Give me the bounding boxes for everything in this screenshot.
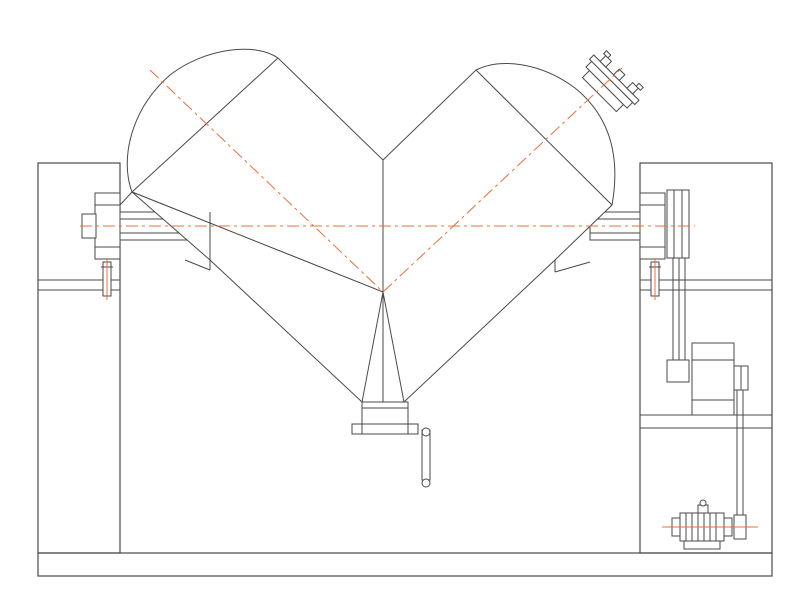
discharge-valve — [351, 401, 431, 488]
center-lines — [80, 67, 695, 293]
valve-handle — [421, 429, 431, 481]
left-support-column — [37, 162, 121, 554]
gear-reducer — [691, 342, 735, 416]
right-arm-seam — [475, 69, 613, 206]
valve-body — [361, 401, 409, 425]
base-plate — [37, 552, 773, 577]
left-arm-seam — [131, 57, 279, 193]
right-arm-axis — [382, 67, 623, 293]
valve-flange — [351, 423, 419, 435]
reducer-input-pulley — [666, 359, 690, 383]
valve-handle-knob — [421, 478, 431, 488]
feed-port-manhole — [581, 50, 644, 113]
electric-motor — [662, 499, 758, 550]
right-support-column — [639, 162, 773, 554]
left-arm-axis — [149, 69, 384, 293]
main-pulley — [666, 189, 690, 259]
drive-train — [662, 258, 758, 550]
